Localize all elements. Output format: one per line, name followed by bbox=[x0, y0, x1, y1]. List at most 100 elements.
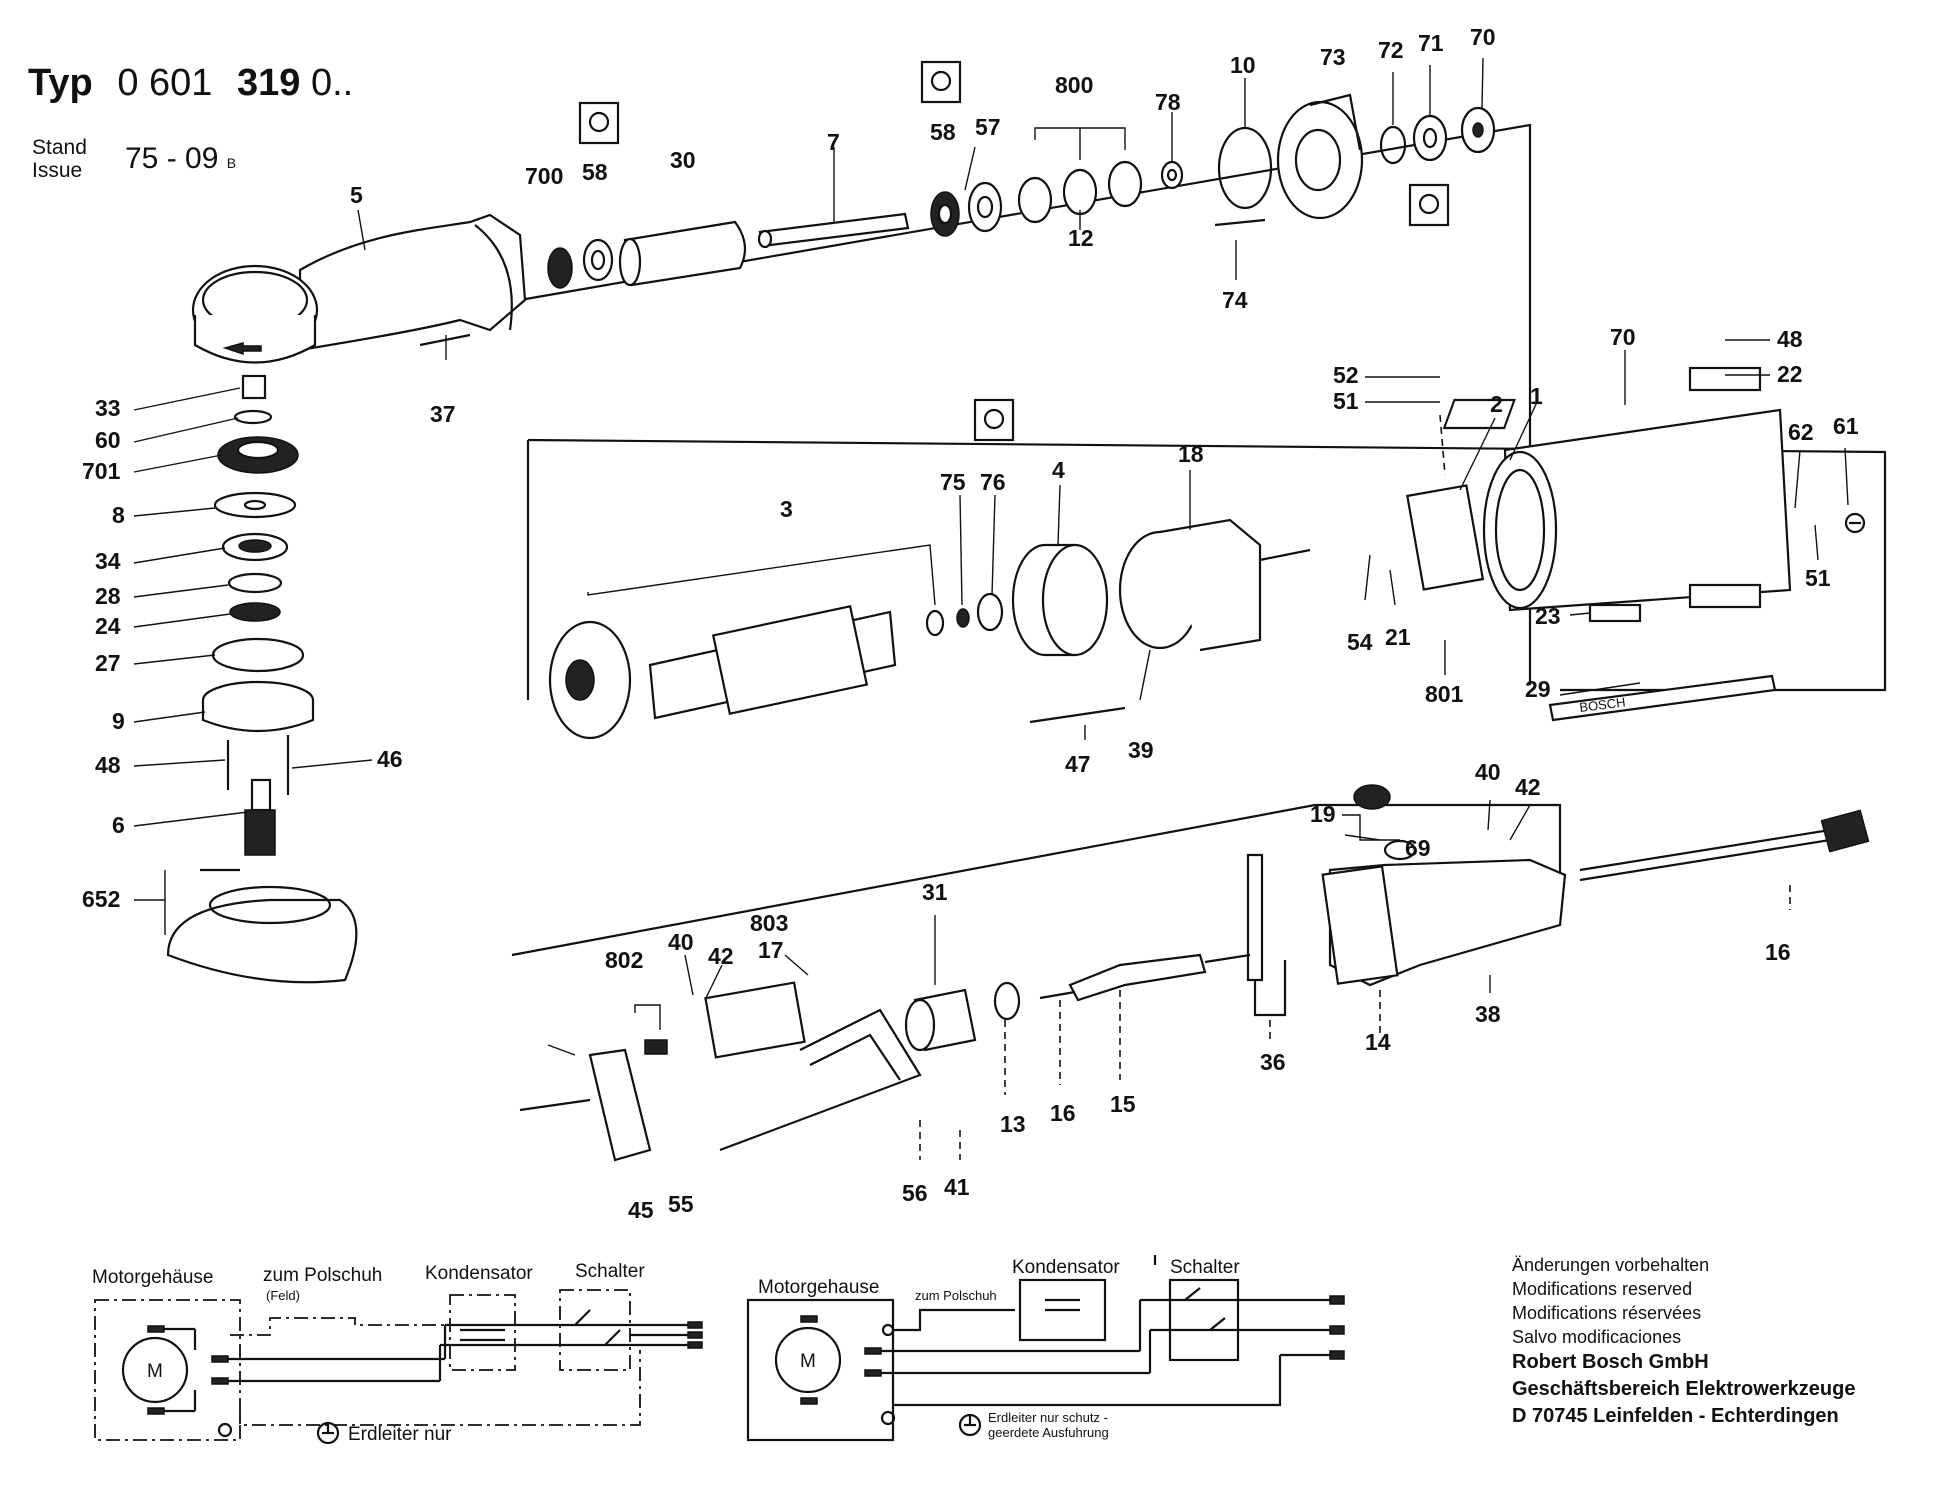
washer-75 bbox=[925, 609, 945, 637]
bearing-24 bbox=[229, 602, 281, 622]
label-48b: 48 bbox=[1777, 326, 1803, 352]
label-39: 39 bbox=[1128, 737, 1154, 763]
label-47: 47 bbox=[1065, 751, 1091, 777]
label-16b: 16 bbox=[1050, 1100, 1076, 1126]
label-22: 22 bbox=[1777, 361, 1803, 387]
stand-issue-label: Stand Issue bbox=[32, 136, 87, 182]
label-51b: 51 bbox=[1805, 565, 1831, 591]
bracket-23b bbox=[1688, 583, 1762, 609]
typ-label: Typ bbox=[28, 62, 93, 104]
wl-switch-label: Schalter bbox=[575, 1261, 645, 1282]
label-29: 29 bbox=[1525, 676, 1551, 702]
cable-sleeve-15 bbox=[1068, 953, 1251, 1002]
label-801: 801 bbox=[1425, 681, 1464, 707]
label-700: 700 bbox=[525, 163, 563, 189]
label-701: 701 bbox=[82, 458, 121, 484]
spindle-6 bbox=[244, 778, 276, 856]
fan-guide-70a bbox=[1460, 106, 1496, 154]
label-51a: 51 bbox=[1333, 388, 1359, 414]
capacitor-31 bbox=[904, 988, 977, 1052]
wr-motor-housing-label: Motorgehause bbox=[758, 1277, 879, 1298]
part-69 bbox=[1383, 839, 1417, 861]
washer-28 bbox=[227, 572, 283, 594]
label-71: 71 bbox=[1418, 30, 1444, 56]
label-54: 54 bbox=[1347, 629, 1373, 655]
wr-motor-label: M bbox=[800, 1351, 816, 1372]
baffle-4 bbox=[1011, 543, 1109, 657]
label-15: 15 bbox=[1110, 1091, 1136, 1117]
part-labels: 5 700 58 30 7 58 57 800 12 78 10 73 72 7… bbox=[82, 24, 1859, 1223]
grease-icon-1 bbox=[578, 101, 620, 145]
leads-56 bbox=[719, 1008, 922, 1152]
bottom-frame-line bbox=[511, 803, 1562, 957]
seal-ring-10 bbox=[1217, 126, 1273, 210]
label-38: 38 bbox=[1475, 1001, 1501, 1027]
label-10: 10 bbox=[1230, 52, 1256, 78]
wl-earth-note: Erdleiter nur bbox=[348, 1424, 452, 1445]
part-802b bbox=[644, 1039, 668, 1055]
brand-strip-29: BOSCH bbox=[1548, 674, 1777, 722]
bearing-71 bbox=[1412, 114, 1448, 162]
field-18 bbox=[1118, 518, 1311, 652]
wr-motor-symbol bbox=[774, 1326, 842, 1394]
screw-37 bbox=[419, 333, 471, 347]
label-58a: 58 bbox=[582, 159, 608, 185]
typ-number: 0 601 319 0.. bbox=[117, 62, 354, 104]
screw-74 bbox=[1214, 218, 1266, 227]
cable-16 bbox=[1579, 809, 1870, 882]
bearing-58b bbox=[930, 191, 960, 237]
label-6: 6 bbox=[112, 812, 125, 838]
label-40b: 40 bbox=[668, 929, 694, 955]
footer-line-es: Salvo modificaciones bbox=[1512, 1327, 1682, 1347]
label-58b: 58 bbox=[930, 119, 956, 145]
label-46: 46 bbox=[377, 746, 403, 772]
wr-switch-label: Schalter bbox=[1170, 1257, 1240, 1278]
wr-pole-shoe-label: zum Polschuh bbox=[915, 1288, 997, 1303]
plate-23 bbox=[1588, 603, 1642, 623]
bracket-36 bbox=[1246, 853, 1287, 1017]
label-19: 19 bbox=[1310, 801, 1336, 827]
label-69: 69 bbox=[1405, 835, 1431, 861]
screw-47 bbox=[1029, 706, 1126, 724]
sleeve-30 bbox=[618, 220, 747, 287]
label-57: 57 bbox=[975, 114, 1001, 140]
wiring-diagram-left: Motorgehäuse zum Polschuh (Feld) Kondens… bbox=[92, 1261, 703, 1445]
guard-652 bbox=[166, 868, 358, 984]
wr-earth-note-2: geerdete Ausfuhrung bbox=[988, 1425, 1109, 1440]
footer-line-de: Änderungen vorbehalten bbox=[1512, 1255, 1710, 1275]
clutch-800 bbox=[1017, 160, 1143, 224]
wr-capacitor-box bbox=[1018, 1278, 1107, 1342]
label-5: 5 bbox=[350, 182, 363, 208]
armature-3 bbox=[648, 605, 897, 720]
knob-19 bbox=[1353, 784, 1391, 810]
label-75: 75 bbox=[940, 469, 966, 495]
label-1: 1 bbox=[1530, 383, 1543, 409]
footer-line-fr: Modifications réservées bbox=[1512, 1303, 1702, 1323]
earth-symbol-61 bbox=[1844, 512, 1866, 534]
ring-72 bbox=[1379, 125, 1407, 165]
wl-capacitor-label: Kondensator bbox=[425, 1263, 533, 1284]
label-802: 802 bbox=[605, 947, 643, 973]
shaft-7 bbox=[757, 212, 910, 249]
label-23: 23 bbox=[1535, 603, 1561, 629]
label-33: 33 bbox=[95, 395, 121, 421]
nut-33 bbox=[241, 374, 267, 400]
wl-motor-label: M bbox=[147, 1361, 163, 1382]
label-8: 8 bbox=[112, 502, 125, 528]
bevel-gear-701 bbox=[217, 436, 299, 474]
label-652: 652 bbox=[82, 886, 120, 912]
gear-head-housing bbox=[191, 213, 527, 364]
wl-pole-shoe-label: zum Polschuh bbox=[263, 1265, 382, 1286]
footer-division: Geschäftsbereich Elektrowerkzeuge bbox=[1512, 1378, 1856, 1400]
stand-value: 75 - 09 B bbox=[125, 142, 237, 175]
label-61: 61 bbox=[1833, 413, 1859, 439]
label-40a: 40 bbox=[1475, 759, 1501, 785]
label-70a: 70 bbox=[1470, 24, 1496, 50]
label-70b: 70 bbox=[1610, 324, 1636, 350]
svg-text:BOSCH: BOSCH bbox=[1579, 694, 1627, 715]
plate-70b bbox=[1442, 398, 1516, 430]
label-56: 56 bbox=[902, 1180, 928, 1206]
label-28: 28 bbox=[95, 583, 121, 609]
label-3: 3 bbox=[780, 496, 793, 522]
